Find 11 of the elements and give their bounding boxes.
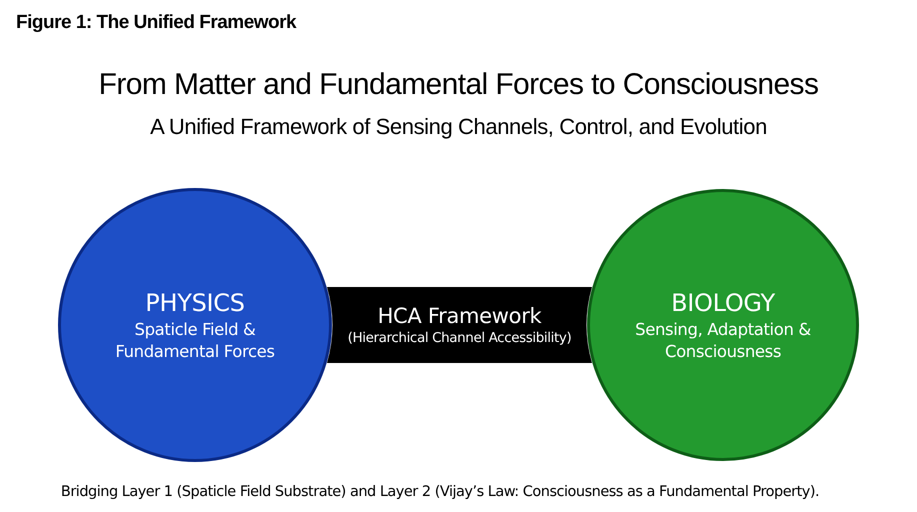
figure-label: Figure 1: The Unified Framework (16, 12, 298, 34)
node-heading: PHYSICS (145, 288, 245, 319)
node-heading: HCA Framework (378, 302, 542, 330)
caption: Bridging Layer 1 (Spaticle Field Substrate) and Layer 2 (Vijay’s Law: Consciousness as a Fundamental Property). (60, 484, 820, 500)
node-description: Sensing, Adaptation & Consciousness (634, 319, 812, 362)
title: From Matter and Fundamental Forces to Consciousness (98, 68, 820, 102)
subtitle: A Unified Framework of Sensing Channels, Control, and Evolution (149, 114, 768, 140)
node-description: (Hierarchical Channel Accessibility) (348, 330, 572, 348)
node-description: Spaticle Field & Fundamental Forces (114, 319, 276, 362)
framework-bar (327, 287, 592, 363)
node-heading: BIOLOGY (671, 288, 775, 319)
